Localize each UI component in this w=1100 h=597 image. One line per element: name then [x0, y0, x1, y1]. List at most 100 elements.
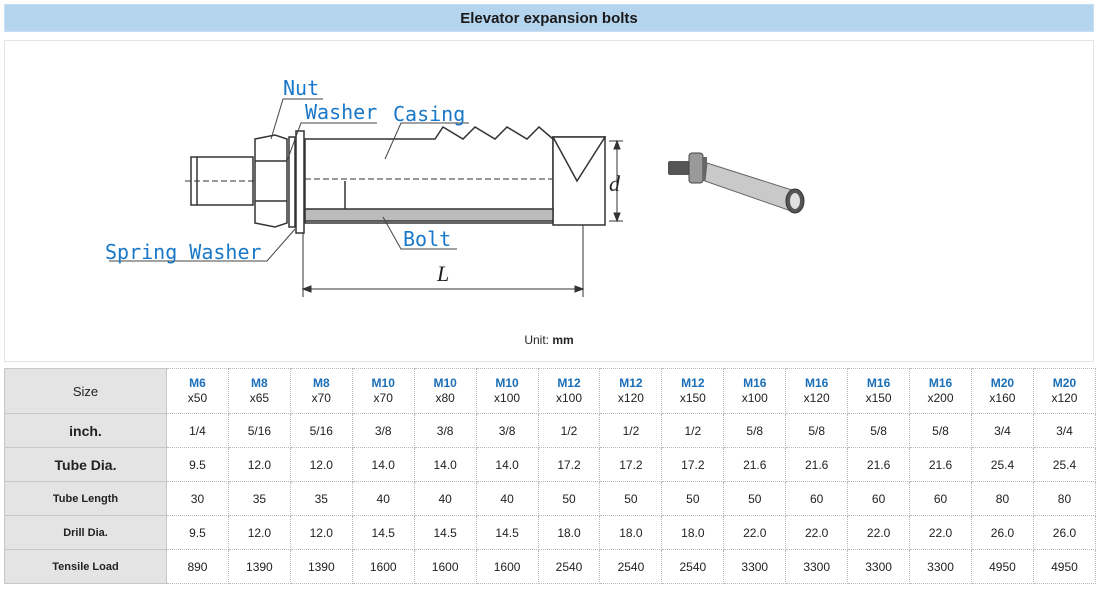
size-length: x80: [435, 391, 455, 405]
size-metric: M10: [433, 376, 457, 390]
unit-note: Unit: mm: [5, 333, 1093, 347]
table-cell-tube-length: 50: [723, 481, 787, 516]
table-cell-tensile: 3300: [847, 549, 911, 584]
size-metric: M12: [681, 376, 705, 390]
table-cell-tube-dia: 21.6: [785, 447, 849, 482]
table-cell-drill-dia: 12.0: [227, 515, 291, 550]
size-metric: M10: [371, 376, 395, 390]
table-cell-tube-dia: 17.2: [537, 447, 601, 482]
table-cell-tensile: 2540: [661, 549, 725, 584]
table-cell-drill-dia: 22.0: [723, 515, 787, 550]
table-cell-tube-dia: 25.4: [1032, 447, 1097, 482]
size-metric: M20: [990, 376, 1015, 390]
table-cell-inch: 3/8: [351, 413, 415, 448]
bolt-thread-end: [185, 156, 255, 206]
table-cell-tube-dia: 17.2: [599, 447, 663, 482]
table-cell-tube-dia: 14.0: [475, 447, 539, 482]
table-cell-tensile: 1600: [475, 549, 539, 584]
table-cell-drill-dia: 14.5: [351, 515, 415, 550]
table-cell-tensile: 1390: [227, 549, 291, 584]
table-cell-inch: 5/8: [909, 413, 972, 448]
table-cell-tube-dia: 9.5: [166, 447, 229, 482]
diagram-panel: d L Nut Washer Casing Spring Washer Bolt: [4, 40, 1094, 362]
table-cell-tube-dia: 21.6: [847, 447, 911, 482]
table-cell-tensile: 1600: [351, 549, 415, 584]
table-cell-drill-dia: 12.0: [289, 515, 353, 550]
table-cell-drill-dia: 26.0: [970, 515, 1034, 550]
table-cell-tube-dia: 14.0: [413, 447, 477, 482]
casing-shape: [304, 125, 607, 226]
table-cell-drill-dia: 22.0: [785, 515, 849, 550]
table-cell-tube-length: 60: [909, 481, 972, 516]
size-length: x50: [187, 391, 208, 405]
size-length: x100: [494, 391, 521, 405]
unit-label: Unit:: [524, 333, 549, 347]
table-cell-inch: 1/2: [599, 413, 663, 448]
table-cell-tube-dia: 25.4: [970, 447, 1034, 482]
size-metric: M12: [557, 376, 581, 390]
table-cell-tube-dia: 14.0: [351, 447, 415, 482]
table-cell-tube-length: 60: [847, 481, 911, 516]
table-cell-inch: 1/2: [661, 413, 725, 448]
size-metric: M8: [312, 376, 330, 390]
length-label: L: [436, 261, 449, 286]
table-cell-tube-length: 80: [970, 481, 1034, 516]
table-cell-tensile: 4950: [1032, 549, 1097, 584]
table-cell-tube-dia: 21.6: [723, 447, 787, 482]
table-cell-inch: 5/8: [847, 413, 911, 448]
table-cell-tube-length: 80: [1032, 481, 1097, 516]
size-metric: M16: [866, 376, 891, 390]
table-cell-drill-dia: 26.0: [1032, 515, 1097, 550]
table-cell-inch: 5/8: [785, 413, 849, 448]
table-cell-tube-dia: 17.2: [661, 447, 725, 482]
size-metric: M10: [495, 376, 519, 390]
table-cell-tube-length: 40: [351, 481, 415, 516]
table-cell-tube-length: 35: [227, 481, 291, 516]
table-cell-tube-dia: 12.0: [227, 447, 291, 482]
row-header-tube-dia: Tube Dia.: [4, 447, 167, 482]
size-metric: M6: [189, 376, 206, 390]
table-cell-inch: 3/8: [413, 413, 477, 448]
unit-value: mm: [552, 333, 574, 347]
size-metric: M16: [743, 376, 767, 390]
label-casing: Casing: [393, 102, 465, 126]
table-cell-drill-dia: 18.0: [599, 515, 663, 550]
table-cell-drill-dia: 22.0: [847, 515, 911, 550]
size-length: x200: [927, 391, 954, 405]
table-cell-inch: 5/16: [227, 413, 291, 448]
table-cell-drill-dia: 18.0: [661, 515, 725, 550]
row-header-inch: inch.: [4, 413, 167, 448]
size-length: x150: [865, 391, 892, 405]
table-cell-tube-length: 40: [413, 481, 477, 516]
table-cell-inch: 1/4: [166, 413, 229, 448]
size-length: x65: [249, 391, 270, 405]
table-cell-tube-dia: 21.6: [909, 447, 972, 482]
size-metric: M20: [1052, 376, 1077, 390]
size-metric: M8: [251, 376, 268, 390]
row-header-tensile-load: Tensile Load: [4, 549, 167, 584]
table-cell-tube-length: 50: [537, 481, 601, 516]
label-bolt: Bolt: [403, 227, 451, 251]
row-header-tube-length: Tube Length: [4, 481, 167, 516]
page-title: Elevator expansion bolts: [4, 4, 1094, 32]
table-cell-inch: 5/8: [723, 413, 787, 448]
size-metric: M16: [805, 376, 829, 390]
table-cell-tensile: 1600: [413, 549, 477, 584]
table-cell-tensile: 3300: [723, 549, 787, 584]
